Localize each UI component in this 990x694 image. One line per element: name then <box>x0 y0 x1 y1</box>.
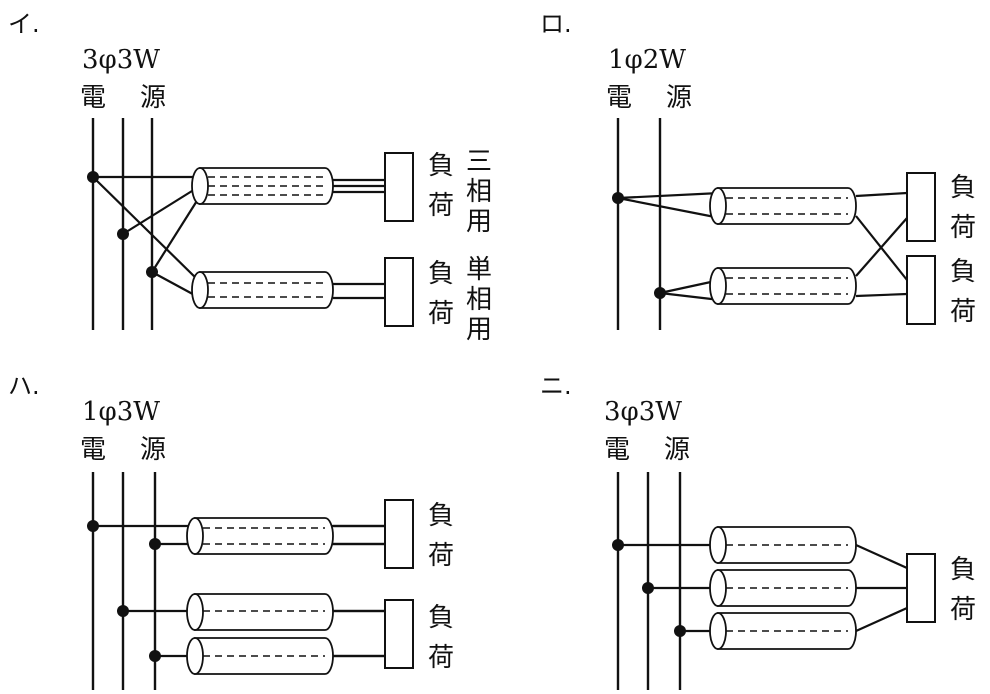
option-ro: ロ. 1φ2W 電 源 負 荷 負 荷 <box>540 10 976 330</box>
option-i-source-char-1: 電 <box>80 83 106 113</box>
option-i-wire <box>151 195 201 273</box>
option-ni-source-char-1: 電 <box>604 435 630 465</box>
option-ni-cable-2 <box>709 569 857 607</box>
option-ro-wire <box>855 292 908 298</box>
option-ni-load-char-2: 荷 <box>950 595 976 625</box>
option-i-junction-dot <box>117 228 129 240</box>
option-i-load-2-char-1: 負 <box>428 259 454 289</box>
option-ro-load-2-char-2: 荷 <box>950 297 976 327</box>
option-ni-cable-3 <box>709 612 857 650</box>
option-ha-junction-dot <box>149 650 161 662</box>
option-ro-wire <box>617 191 721 200</box>
option-ni-wire <box>855 606 908 633</box>
option-ha-junction-dot <box>87 520 99 532</box>
option-i-junction-dot <box>87 171 99 183</box>
option-ro-junction-dot <box>612 192 624 204</box>
option-ha-supply: 1φ3W <box>82 397 160 427</box>
option-i-junction-dot <box>146 266 158 278</box>
option-ni-source-char-2: 源 <box>664 435 690 465</box>
option-ro-junction-dot <box>654 287 666 299</box>
option-i-cable-three-phase <box>191 167 385 205</box>
option-ni-load-char-1: 負 <box>950 555 976 585</box>
option-ro-load-1-char-1: 負 <box>950 173 976 203</box>
option-i-note-2-char-3: 用 <box>466 315 492 345</box>
option-i-note-2-char-2: 相 <box>466 285 492 315</box>
option-ro-load-1-char-2: 荷 <box>950 213 976 243</box>
option-ha-source-char-2: 源 <box>140 435 166 465</box>
option-i-load-1-char-2: 荷 <box>428 191 454 221</box>
option-i-supply: 3φ3W <box>82 45 160 75</box>
option-ro-load-2-char-1: 負 <box>950 257 976 287</box>
option-ro-supply: 1φ2W <box>608 45 686 75</box>
option-ha-load-box-2 <box>384 599 414 669</box>
option-i-load-box-2 <box>384 257 414 327</box>
option-ha-cable-lower <box>186 637 334 675</box>
option-ha-junction-dot <box>149 538 161 550</box>
option-i-note-1-char-3: 用 <box>466 207 492 237</box>
option-ro-wire <box>617 196 721 220</box>
option-ro-cable-lower <box>709 267 857 305</box>
option-ni-junction-dot <box>674 625 686 637</box>
option-ro-load-box-2 <box>906 255 936 325</box>
option-i-load-1-char-1: 負 <box>428 151 454 181</box>
option-ni-junction-dot <box>642 582 654 594</box>
option-ro-wire <box>659 291 721 302</box>
option-ha-load-1-char-2: 荷 <box>428 541 454 571</box>
option-i-note-1-char-2: 相 <box>466 177 492 207</box>
option-i: イ. 3φ3W 電 源 <box>8 10 492 345</box>
option-i-source-char-2: 源 <box>140 83 166 113</box>
option-i-wire <box>92 176 201 283</box>
option-i-wire <box>122 185 201 235</box>
option-i-load-box-1 <box>384 152 414 222</box>
option-ni-load-box <box>906 553 936 623</box>
option-i-note-1-char-1: 三 <box>466 147 492 177</box>
option-ni-supply: 3φ3W <box>604 397 682 427</box>
option-i-cable-single-phase <box>191 271 385 309</box>
option-ha-label: ハ. <box>8 372 40 400</box>
option-ha-load-2-char-2: 荷 <box>428 643 454 673</box>
option-ha-cable-upper <box>186 517 334 555</box>
option-ha-load-1-char-1: 負 <box>428 501 454 531</box>
option-ro-cable-upper <box>709 187 857 225</box>
option-ro-wire <box>855 217 908 277</box>
option-ro-load-box-1 <box>906 172 936 242</box>
option-i-load-2-char-2: 荷 <box>428 299 454 329</box>
option-ha-junction-dot <box>117 605 129 617</box>
option-ro-wire <box>855 191 908 198</box>
option-i-label: イ. <box>8 10 40 38</box>
option-ni-cable-1 <box>709 526 857 564</box>
option-ha-load-2-char-1: 負 <box>428 603 454 633</box>
option-ni-label: ニ. <box>540 372 572 400</box>
option-ro-source-char-1: 電 <box>606 83 632 113</box>
option-ro-source-char-2: 源 <box>666 83 692 113</box>
option-ro-label: ロ. <box>540 10 572 38</box>
option-ha: ハ. 1φ3W 電 源 負 <box>8 372 454 690</box>
option-ni-wire <box>855 543 908 570</box>
option-i-note-2-char-1: 単 <box>466 255 492 285</box>
option-ni: ニ. 3φ3W 電 源 負 荷 <box>540 372 976 690</box>
option-ha-load-box-1 <box>384 499 414 569</box>
option-ha-cable-middle <box>186 593 334 631</box>
option-ni-junction-dot <box>612 539 624 551</box>
option-ha-source-char-1: 電 <box>80 435 106 465</box>
